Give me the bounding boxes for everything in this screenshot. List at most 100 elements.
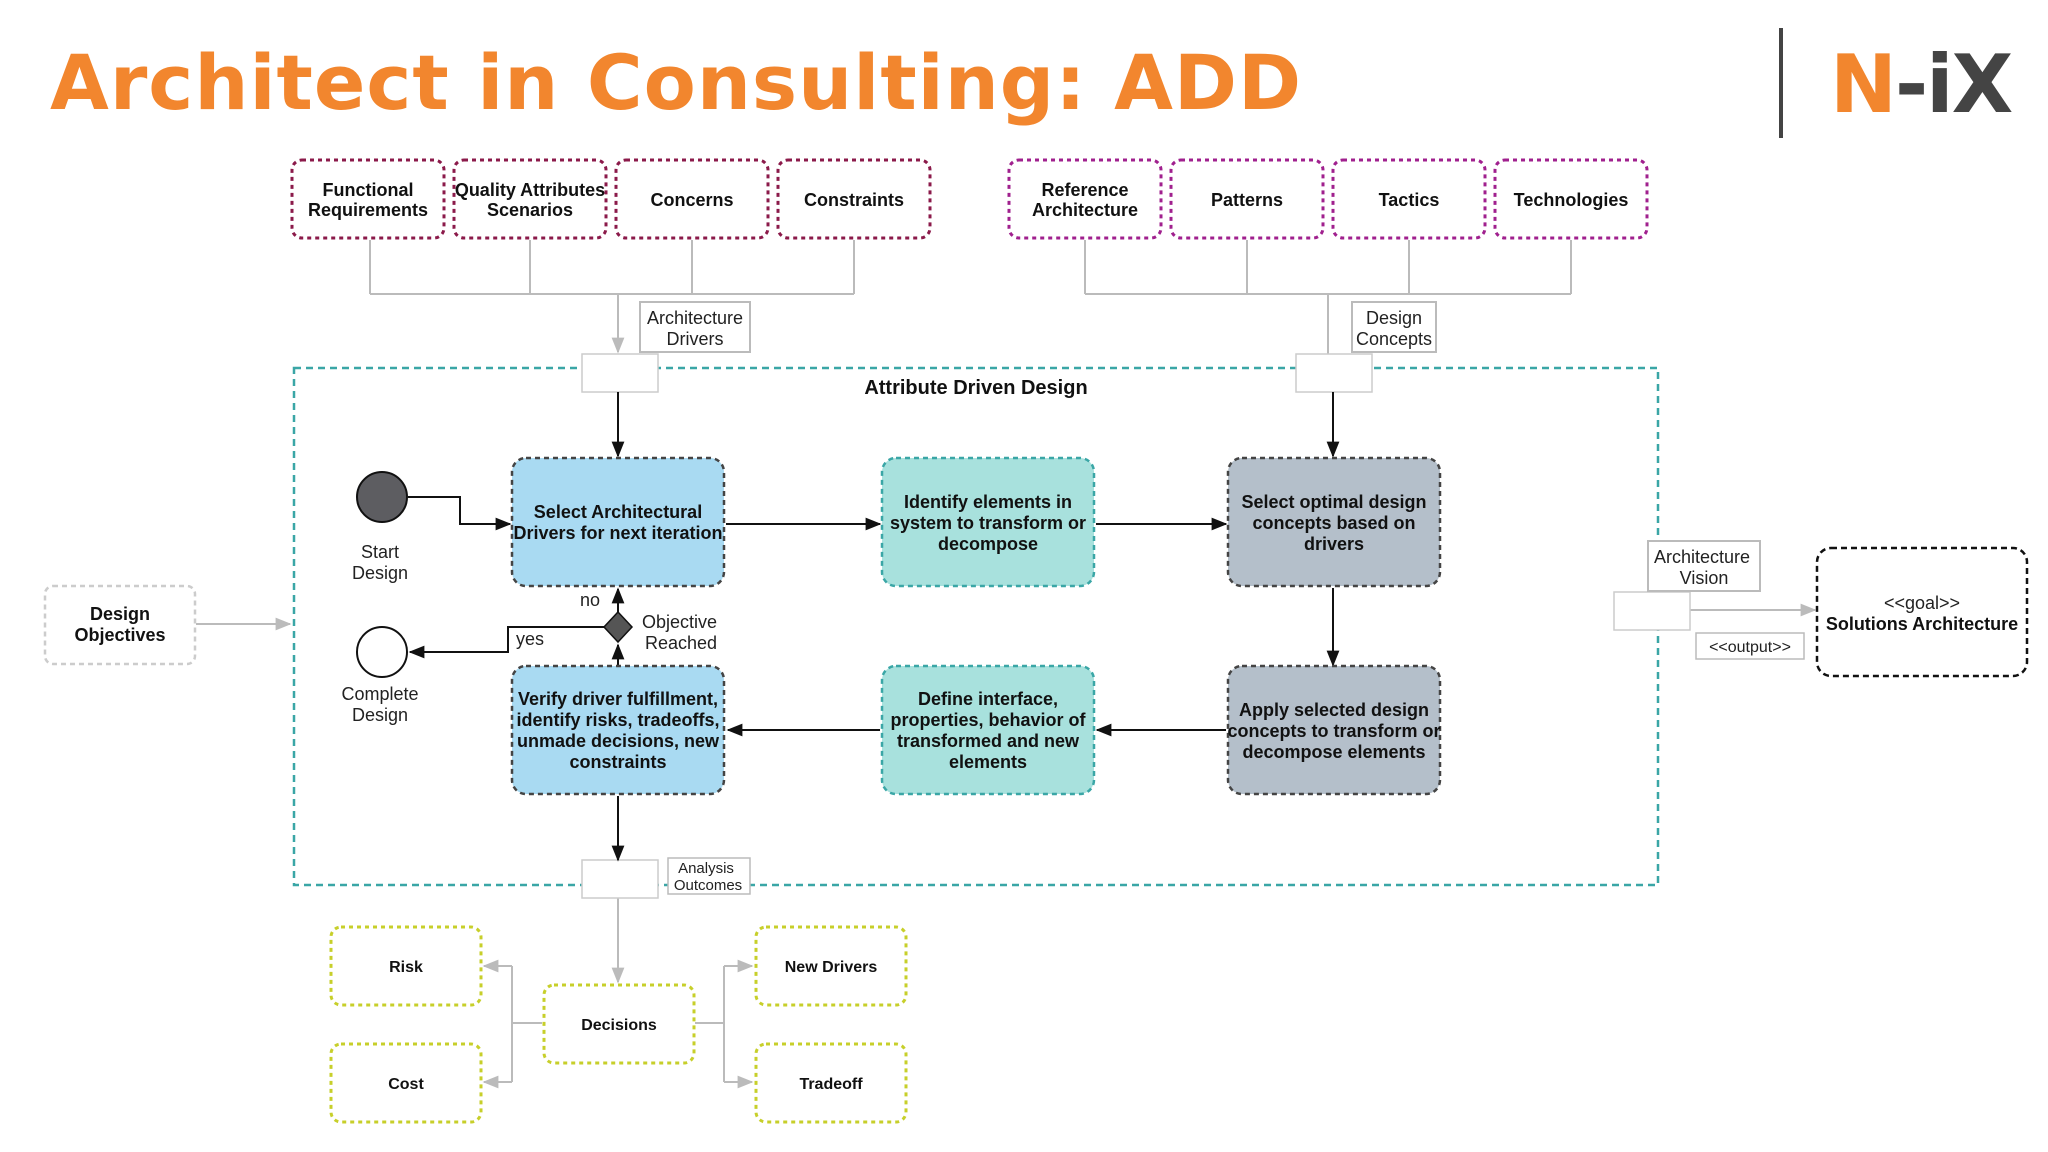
vision-line-2: Vision (1680, 568, 1729, 588)
svg-text:decompose elements: decompose elements (1242, 742, 1425, 762)
attribute-driven-design-container: Attribute Driven Design (292, 366, 1660, 887)
svg-text:Objectives: Objectives (74, 625, 165, 645)
concept-technologies: Technologies (1493, 158, 1649, 240)
identify-line-3: decompose (938, 534, 1038, 554)
constraints-label: Constraints (804, 190, 904, 210)
svg-text:Vision: Vision (1680, 568, 1729, 588)
svg-text:Apply selected design: Apply selected design (1239, 700, 1429, 720)
decisions-label: Decisions (581, 1017, 657, 1034)
verify-line-3: unmade decisions, new (517, 731, 720, 751)
new-drivers-box: New Drivers (754, 925, 908, 1007)
concept-connectors (1084, 240, 1572, 356)
solutions-architecture-goal: <<goal>> Solutions Architecture (1815, 546, 2029, 678)
goal-stereotype: <<goal>> (1884, 593, 1960, 613)
svg-text:concepts to transform or: concepts to transform or (1227, 721, 1440, 741)
svg-text:Quality Attributes: Quality Attributes (455, 180, 605, 200)
svg-text:Design: Design (352, 563, 408, 583)
driver-concerns: Concerns (614, 158, 770, 240)
svg-text:Architecture: Architecture (1032, 200, 1138, 220)
verify-fulfillment-step: Verify driver fulfillment, identify risk… (510, 664, 726, 796)
svg-text:unmade decisions, new: unmade decisions, new (517, 731, 720, 751)
svg-text:Analysis: Analysis (678, 860, 734, 877)
goal-name: Solutions Architecture (1826, 614, 2018, 634)
verify-line-2: identify risks, tradeoffs, (516, 710, 719, 730)
driver-functional-requirements: Functional Requirements (290, 158, 446, 240)
tradeoff-box: Tradeoff (754, 1042, 908, 1124)
concepts-port (1295, 353, 1373, 393)
apply-concepts-step: Apply selected design concepts to transf… (1226, 664, 1442, 796)
svg-text:constraints: constraints (569, 752, 666, 772)
reference-line-1: Reference (1041, 180, 1128, 200)
svg-text:Identify elements in: Identify elements in (904, 492, 1072, 512)
svg-text:Reached: Reached (645, 633, 717, 653)
cost-box: Cost (329, 1042, 483, 1124)
driver-quality-attributes: Quality Attributes Scenarios (452, 158, 608, 240)
complete-line-2: Design (352, 705, 408, 725)
yes-label: yes (516, 629, 544, 649)
analysis-connectors (482, 895, 754, 1089)
adb-title: Attribute Driven Design (864, 377, 1087, 399)
svg-text:Drivers: Drivers (667, 329, 724, 349)
svg-text:concepts based on: concepts based on (1252, 513, 1415, 533)
n-ix-logo: N-iX (1830, 38, 2013, 131)
objectives-line-1: Design (90, 604, 150, 624)
select-drivers-step: Select Architectural Drivers for next it… (510, 456, 726, 588)
page-title: Architect in Consulting: ADD (50, 38, 1303, 127)
complete-node: Complete Design (341, 626, 419, 725)
svg-text:Outcomes: Outcomes (674, 877, 742, 894)
quality-line-2: Scenarios (487, 200, 573, 220)
svg-text:Design: Design (1366, 308, 1422, 328)
analysis-port (581, 859, 659, 899)
svg-text:decompose: decompose (938, 534, 1038, 554)
verify-line-1: Verify driver fulfillment, (518, 689, 718, 709)
concept-tactics: Tactics (1331, 158, 1487, 240)
start-line-2: Design (352, 563, 408, 583)
design-concepts-label: Design Concepts (1351, 301, 1437, 353)
logo-divider (1779, 28, 1783, 138)
select-concepts-line-3: drivers (1304, 534, 1364, 554)
identify-line-2: system to transform or (890, 513, 1086, 533)
design-concepts-line-1: Design (1366, 308, 1422, 328)
logo-n: N (1830, 38, 1897, 131)
select-drivers-line-2: Drivers for next iteration (513, 523, 722, 543)
svg-text:Design: Design (90, 604, 150, 624)
concerns-label: Concerns (650, 190, 733, 210)
svg-text:Architecture: Architecture (647, 308, 743, 328)
logo-ix: iX (1926, 38, 2013, 131)
svg-text:elements: elements (949, 752, 1027, 772)
quality-line-1: Quality Attributes (455, 180, 605, 200)
define-line-3: transformed and new (897, 731, 1080, 751)
functional-line-2: Requirements (308, 200, 428, 220)
design-concepts-line-2: Concepts (1356, 329, 1432, 349)
select-concepts-line-1: Select optimal design (1241, 492, 1426, 512)
functional-line-1: Functional (323, 180, 414, 200)
start-node: Start Design (352, 471, 408, 583)
select-concepts-line-2: concepts based on (1252, 513, 1415, 533)
select-concepts-step: Select optimal design concepts based on … (1226, 456, 1442, 588)
svg-text:Scenarios: Scenarios (487, 200, 573, 220)
risk-box: Risk (329, 925, 483, 1007)
flow-arrows (408, 392, 1340, 862)
apply-line-3: decompose elements (1242, 742, 1425, 762)
svg-text:Complete: Complete (341, 684, 418, 704)
svg-text:Select Architectural: Select Architectural (534, 502, 702, 522)
vision-line-1: Architecture (1654, 547, 1750, 567)
analysis-outcomes-label: Analysis Outcomes (667, 857, 751, 895)
arch-drivers-line-1: Architecture (647, 308, 743, 328)
svg-text:drivers: drivers (1304, 534, 1364, 554)
svg-text:Functional: Functional (323, 180, 414, 200)
define-interface-step: Define interface, properties, behavior o… (880, 664, 1096, 796)
svg-text:Verify driver fulfillment,: Verify driver fulfillment, (518, 689, 718, 709)
architecture-drivers-label: Architecture Drivers (639, 301, 751, 353)
apply-line-2: concepts to transform or (1227, 721, 1440, 741)
driver-connectors (369, 240, 855, 354)
svg-text:Start: Start (361, 542, 399, 562)
reference-line-2: Architecture (1032, 200, 1138, 220)
complete-line-1: Complete (341, 684, 418, 704)
logo-dash: - (1894, 38, 1928, 131)
svg-text:Drivers for next iteration: Drivers for next iteration (513, 523, 722, 543)
select-drivers-line-1: Select Architectural (534, 502, 702, 522)
architecture-vision-label: Architecture Vision (1647, 540, 1761, 592)
arch-drivers-line-2: Drivers (667, 329, 724, 349)
